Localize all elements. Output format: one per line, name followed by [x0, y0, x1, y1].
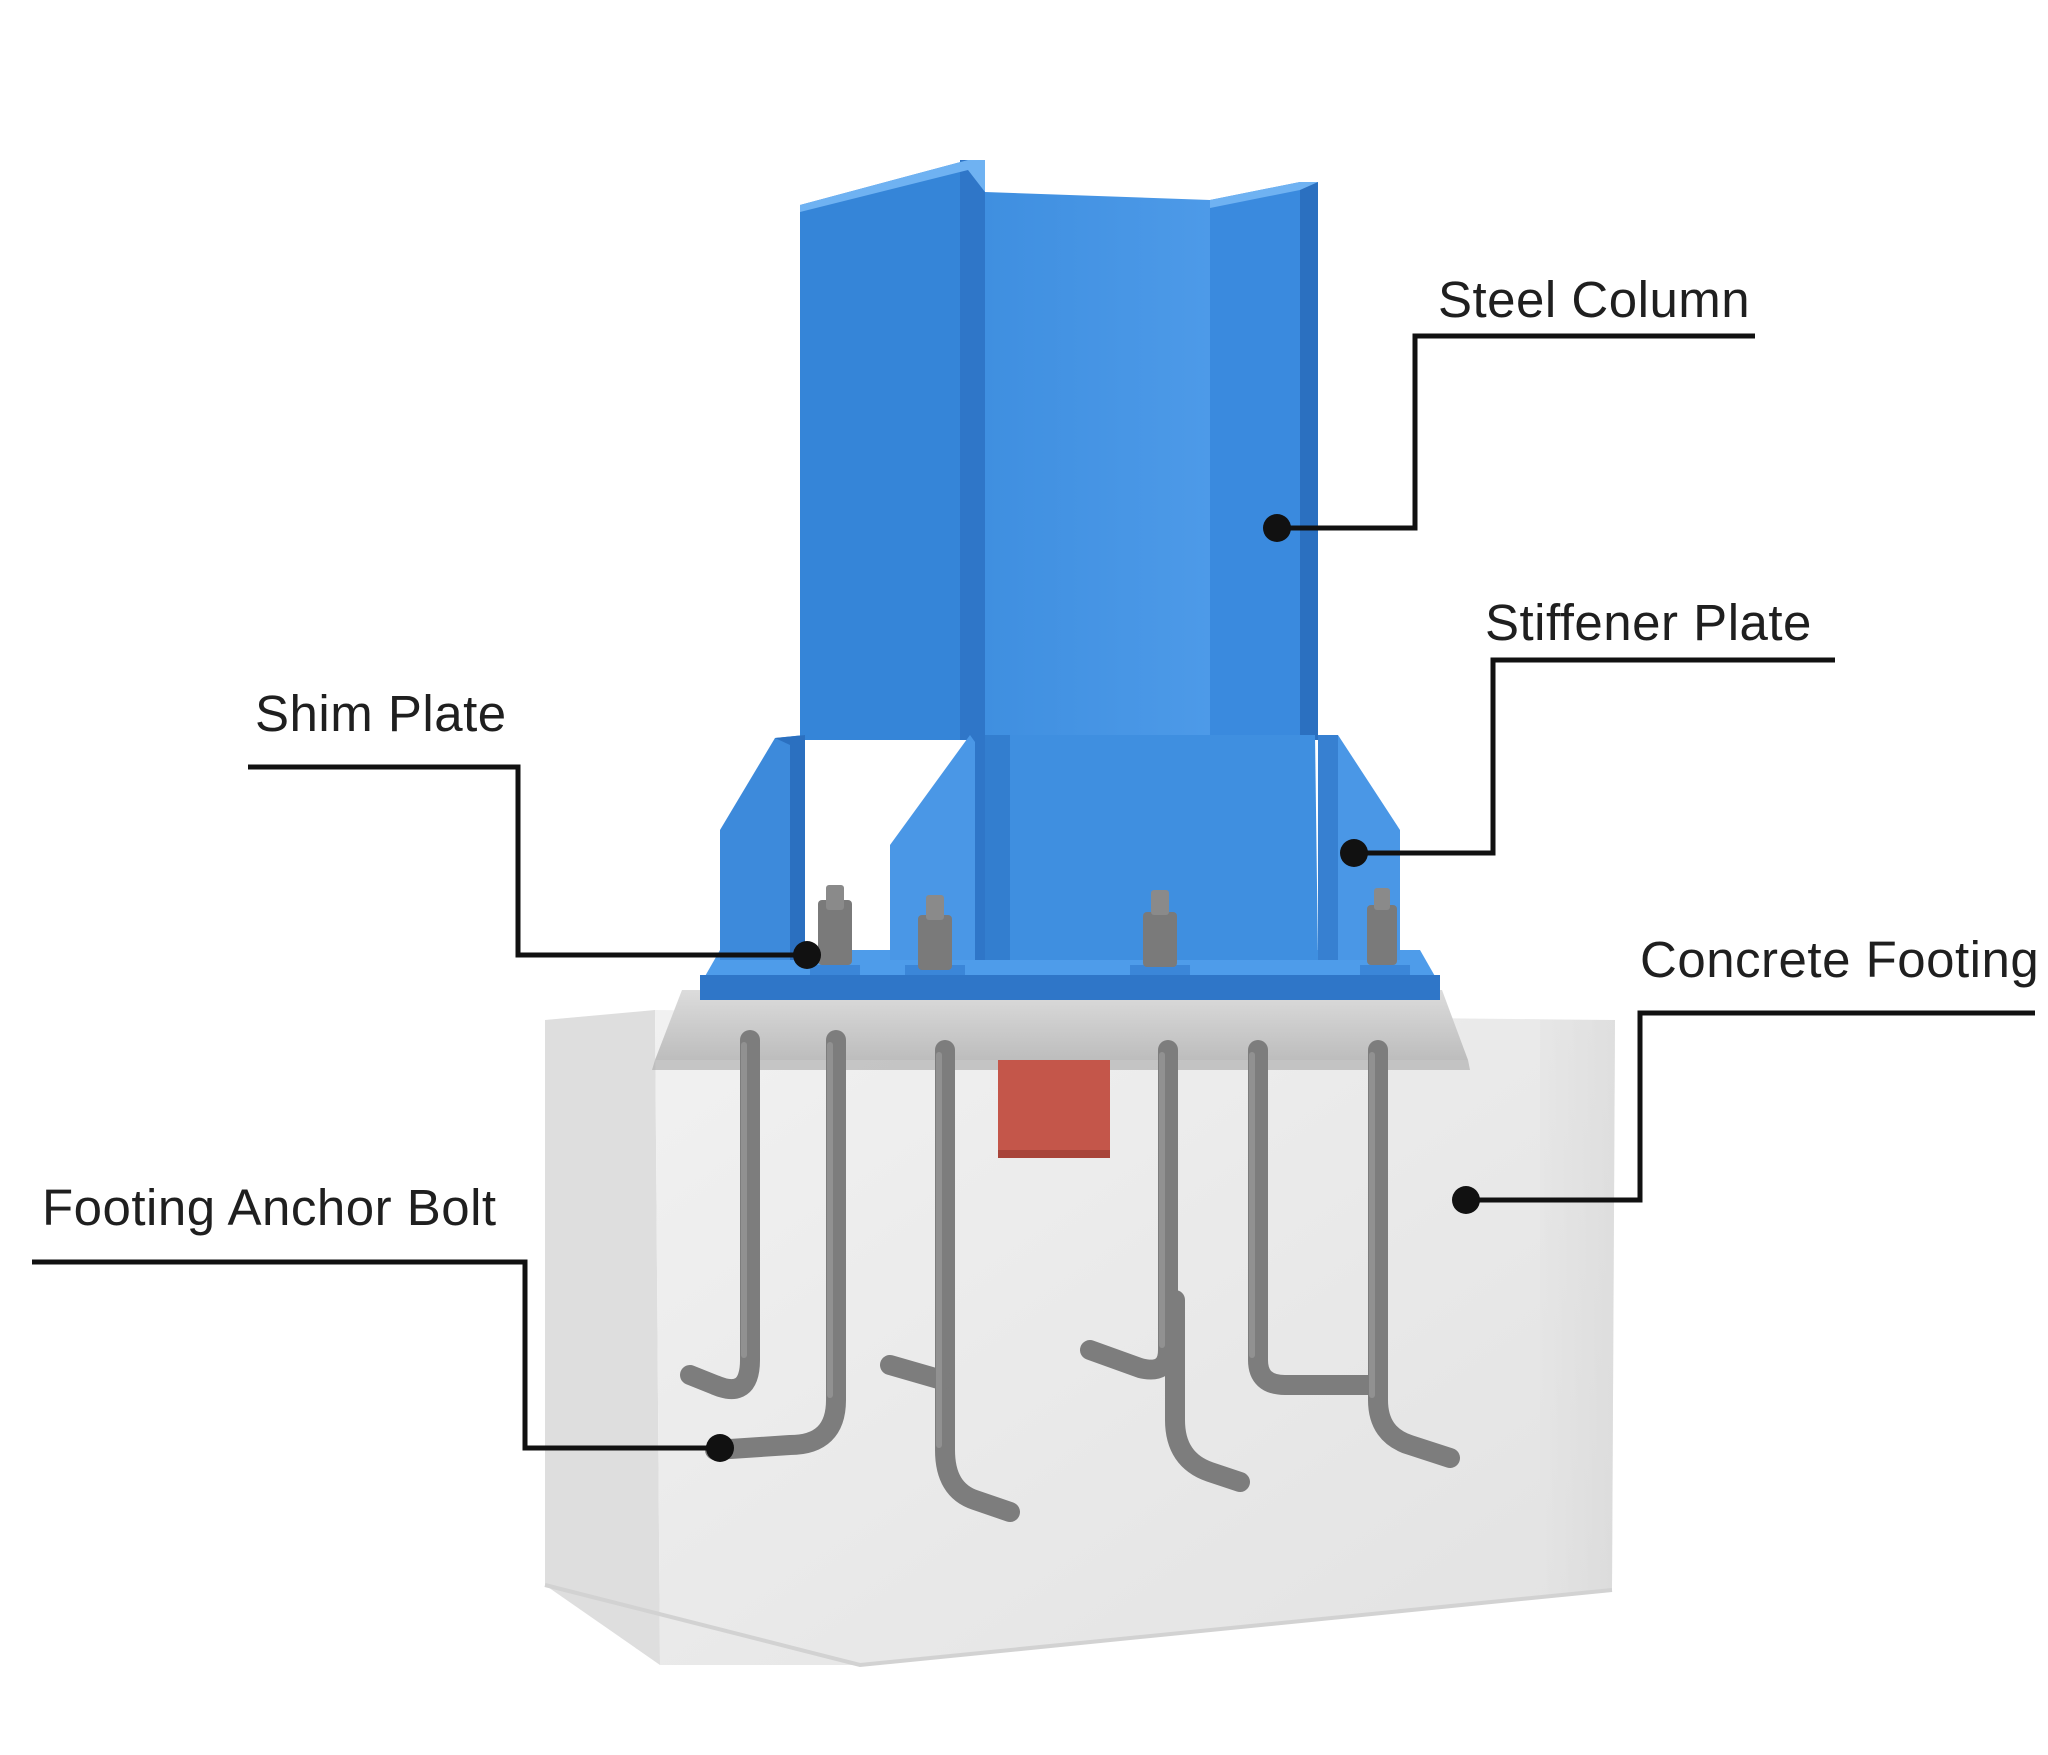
leader-footing-anchor-bolt [32, 1259, 720, 1451]
footing-front-face [655, 1010, 1615, 1665]
label-shim-plate: Shim Plate [255, 685, 507, 742]
stiffener-plates [720, 735, 1400, 960]
steel-column [800, 160, 1318, 740]
footing-left-face [545, 1010, 660, 1665]
grout-layer [655, 990, 1468, 1060]
leader-lines [32, 333, 2035, 1451]
shear-key-face [998, 1060, 1110, 1155]
leader-steel-column [1280, 333, 1755, 531]
anchor-nut [1130, 890, 1190, 975]
label-steel-column: Steel Column [1438, 271, 1751, 328]
anchor-bolt [1368, 1040, 1460, 1468]
anchor-bolt [1165, 1290, 1250, 1492]
label-stiffener-plate: Stiffener Plate [1485, 594, 1812, 651]
column-flange-right [1210, 182, 1318, 740]
anchor-bolts [680, 1030, 1460, 1522]
anchor-bolt-hook [880, 1355, 952, 1390]
leader-shim-plate [248, 764, 807, 958]
shear-key [998, 1060, 1110, 1158]
anchor-nuts [810, 885, 1410, 975]
callout-dot [793, 941, 821, 969]
stiffener-plate [890, 735, 985, 960]
column-web [985, 192, 1210, 735]
anchor-bolt [705, 1030, 846, 1460]
leader-dots [706, 514, 1480, 1462]
callout-dot [706, 1434, 734, 1462]
leader-concrete-footing [1470, 1010, 2035, 1203]
column-flange-left [800, 160, 968, 740]
base-plate-edge [700, 975, 1440, 1000]
footing-right-shade [1540, 1020, 1615, 1598]
anchor-bolt [1248, 1040, 1385, 1395]
callout-dot [1340, 839, 1368, 867]
label-concrete-footing: Concrete Footing [1640, 931, 2040, 988]
stiffener-plate [720, 735, 805, 960]
callout-dot [1452, 1186, 1480, 1214]
anchor-bolt [935, 1040, 1020, 1522]
anchor-nut [1360, 888, 1410, 975]
anchor-nut [810, 885, 860, 975]
label-footing-anchor-bolt: Footing Anchor Bolt [42, 1179, 497, 1236]
anchor-bolt [680, 1030, 760, 1399]
leader-stiffener-plate [1355, 657, 1835, 856]
callout-dot [1263, 514, 1291, 542]
grout-bed [652, 990, 1470, 1070]
stiffener-front-face [985, 735, 1318, 960]
anchor-nut [905, 895, 965, 975]
